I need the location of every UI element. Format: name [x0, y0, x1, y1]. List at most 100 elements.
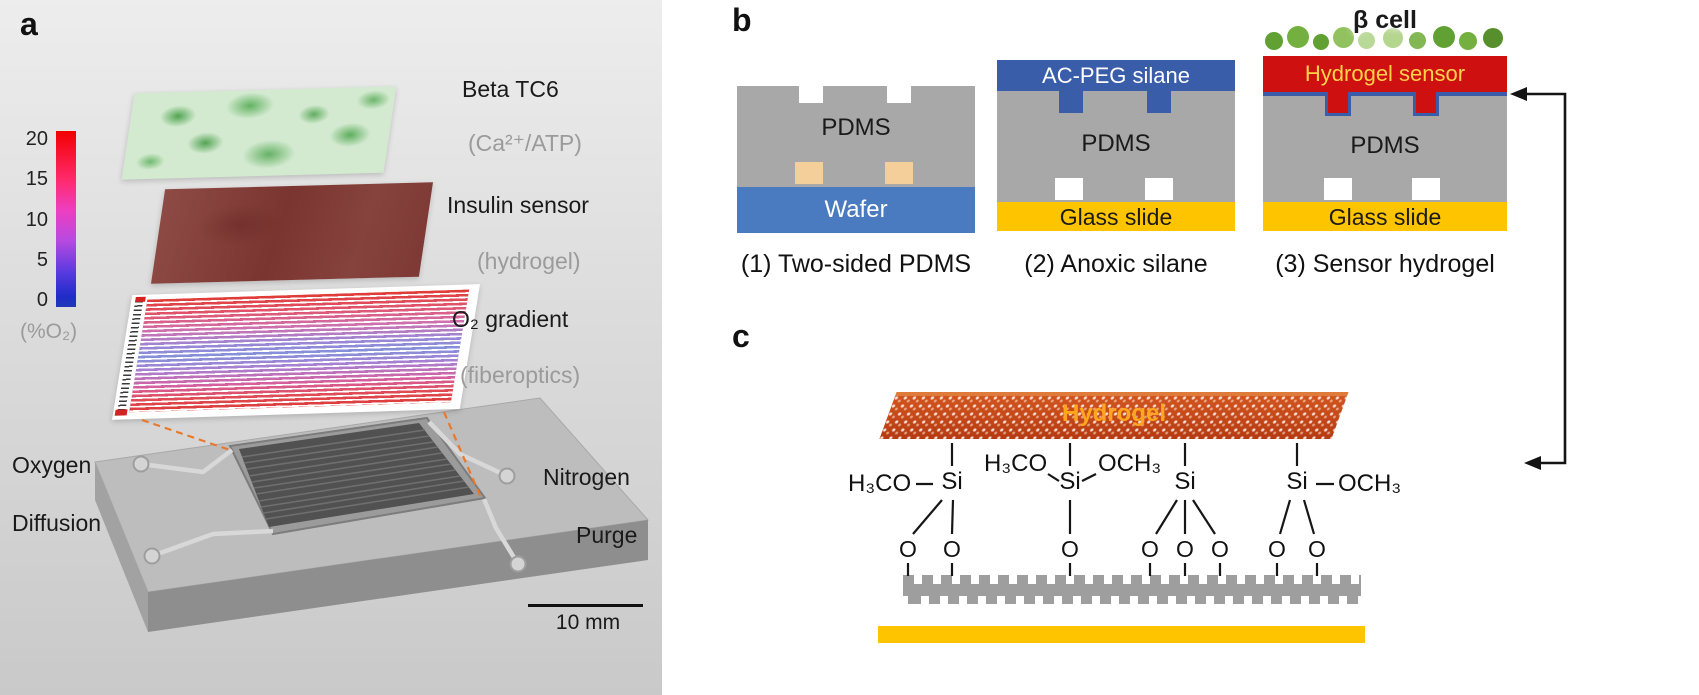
step1-channel-mold — [885, 162, 913, 184]
colorbar-tick: 15 — [25, 168, 48, 190]
step3-hydrogel-tab — [1413, 92, 1439, 116]
oxygen-atom-label: O — [1211, 536, 1229, 562]
step1-caption: (1) Two-sided PDMS — [740, 250, 972, 278]
step1-top-notch — [799, 86, 823, 103]
step3-hydrogel-sensor-layer — [1263, 56, 1507, 92]
port-label-diffusion: Diffusion — [12, 510, 102, 536]
step1-pdms-block — [737, 86, 975, 187]
step2-silane-tab — [1059, 91, 1083, 113]
arrowhead-icon — [1510, 87, 1527, 101]
colorbar-tick: 20 — [25, 128, 48, 150]
colorbar-tick: 0 — [36, 289, 48, 311]
step2-channel-void — [1055, 178, 1083, 200]
silicon-atom-label: Si — [1059, 468, 1081, 495]
layer-title-beta-tc6: Beta TC6 — [462, 76, 559, 102]
methoxy-group-label: H₃CO — [984, 450, 1048, 477]
beta-cell-icon — [1433, 26, 1455, 48]
step3-channel-void — [1324, 178, 1352, 200]
step1-pdms-label: PDMS — [821, 114, 891, 141]
beta-cell-icon — [1333, 27, 1354, 48]
step1-channel-mold — [795, 162, 823, 184]
silicon-atom-label: Si — [941, 468, 963, 495]
step1-wafer-layer — [737, 187, 975, 233]
step3-pdms-label: PDMS — [1350, 132, 1420, 159]
colorbar-tick: 5 — [36, 249, 48, 271]
step3-glass-label: Glass slide — [1328, 204, 1442, 230]
device-front-face — [148, 520, 648, 632]
step1-top-notch — [887, 86, 911, 103]
panel-a-letter: a — [20, 6, 38, 42]
layer-subtitle-hydrogel: (hydrogel) — [477, 248, 581, 274]
panel-c-letter: c — [732, 318, 750, 354]
o2-gradient-stripes — [129, 289, 470, 413]
beta-cell-icon — [1265, 32, 1283, 50]
step2-silane-layer — [997, 60, 1235, 91]
device-left-face — [95, 462, 148, 632]
beta-tc6-fluorescence-layer — [121, 86, 397, 180]
oxygen-atom-label: O — [1308, 536, 1326, 562]
oxygen-atom-label: O — [1176, 536, 1194, 562]
oxygen-atom-label: O — [1141, 536, 1159, 562]
beta-cell-icon — [1383, 28, 1403, 48]
port-label-purge: Purge — [576, 522, 638, 548]
beta-cell-icon — [1459, 32, 1477, 50]
step3-hydrogel-tab — [1325, 92, 1351, 116]
step3-hydrogel-sensor-label: Hydrogel sensor — [1304, 61, 1466, 86]
port-label-nitrogen: Nitrogen — [543, 464, 630, 490]
o2-colorbar — [56, 131, 76, 307]
hydrogel-slab-label: Hydrogel — [1061, 400, 1166, 427]
arrowhead-icon — [1524, 456, 1541, 470]
step2-pdms-block — [997, 91, 1235, 202]
o2-gradient-fiberoptic-layer — [111, 284, 481, 420]
step3-channel-void — [1412, 178, 1440, 200]
fiber-red-mark — [135, 296, 146, 303]
insulin-sensor-hydrogel-layer — [150, 182, 434, 284]
layer-subtitle-ca-atp: (Ca²⁺/ATP) — [468, 130, 582, 156]
silicon-atom-label: Si — [1286, 468, 1308, 495]
layer-title-o2-gradient: O₂ gradient — [452, 306, 569, 332]
surface-teeth-top — [903, 575, 1361, 584]
step2-channel-void — [1145, 178, 1173, 200]
beta-cell-icon — [1409, 32, 1426, 49]
colorbar-tick: 10 — [25, 209, 48, 231]
layer-subtitle-fiberoptics: (fiberoptics) — [460, 362, 581, 388]
functionalized-surface-bar — [903, 575, 1361, 604]
panel-b-letter: b — [732, 2, 752, 38]
step3-silane-interface-line — [1263, 92, 1507, 96]
beta-cell-icon — [1358, 32, 1375, 49]
methoxy-group-label: OCH₃ — [1098, 450, 1162, 477]
surface-core — [903, 584, 1361, 596]
step2-caption: (2) Anoxic silane — [1024, 250, 1208, 278]
beta-cell-icon — [1287, 26, 1309, 48]
step2-glass-slide — [997, 202, 1235, 231]
glass-layer — [878, 626, 1365, 643]
step2-silane-tab — [1147, 91, 1171, 113]
scale-bar-label: 10 mm — [555, 611, 621, 634]
oxygen-atom-label: O — [1268, 536, 1286, 562]
step2-pdms-label: PDMS — [1081, 130, 1151, 157]
beta-cell-label: β cell — [1353, 6, 1417, 34]
inlet-ports — [132, 455, 527, 573]
beta-cell-icon — [1313, 34, 1329, 50]
step3-caption: (3) Sensor hydrogel — [1275, 250, 1495, 278]
chamber-channel-lines — [241, 429, 470, 520]
fiber-red-mark — [114, 409, 128, 416]
scale-bar-line — [528, 604, 643, 607]
oxygen-atom-label: O — [899, 536, 917, 562]
port-label-oxygen: Oxygen — [12, 452, 92, 478]
oxygen-atom-label: O — [1061, 536, 1079, 562]
silicon-atom-label: Si — [1174, 468, 1196, 495]
beta-cell-icon — [1483, 28, 1503, 48]
methoxy-group-label: OCH₃ — [1338, 470, 1402, 497]
beta-cell-cluster — [1263, 20, 1507, 56]
colorbar-unit-label: (%O₂) — [20, 320, 78, 343]
step1-wafer-label: Wafer — [824, 196, 888, 223]
oxygen-atom-label: O — [943, 536, 961, 562]
surface-teeth-bottom — [903, 596, 1361, 604]
step2-glass-label: Glass slide — [1059, 204, 1173, 230]
layer-title-insulin-sensor: Insulin sensor — [447, 192, 589, 218]
step3-glass-slide — [1263, 202, 1507, 231]
step3-pdms-block — [1263, 96, 1507, 202]
microfluidic-device-render — [94, 397, 649, 632]
